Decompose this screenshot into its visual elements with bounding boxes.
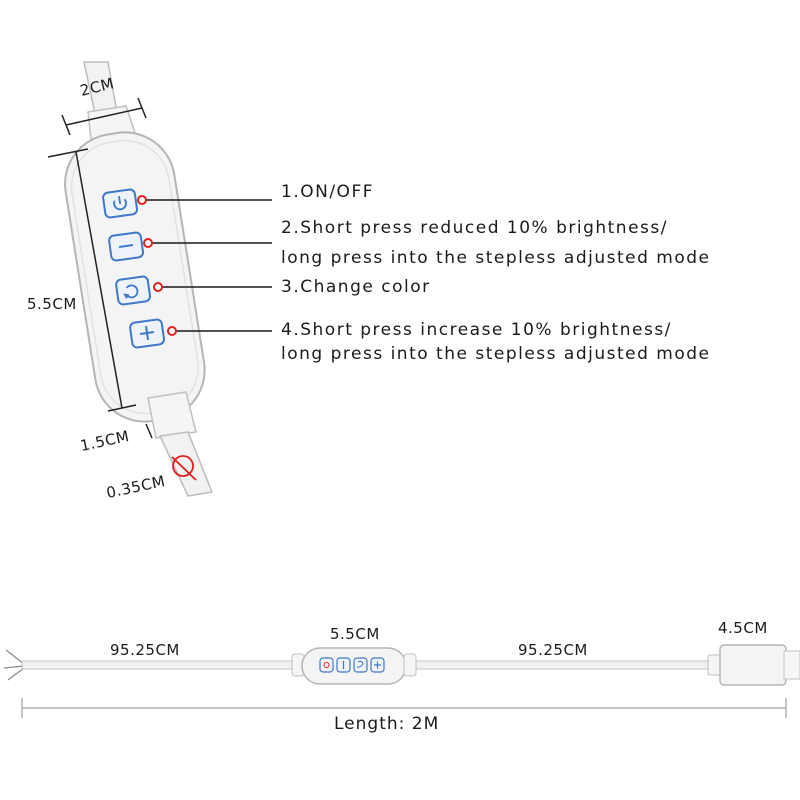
- callout-3: 3.Change color: [281, 279, 431, 296]
- lower-strain-relief: [147, 391, 197, 439]
- callout-1-number: 1.: [281, 182, 301, 202]
- callout-1-text: ON/OFF: [300, 182, 374, 202]
- cycle-icon: [123, 284, 139, 300]
- power-button[interactable]: [102, 188, 139, 219]
- plus-button[interactable]: [129, 318, 166, 349]
- minus-button[interactable]: [108, 231, 145, 262]
- color-cycle-button[interactable]: [115, 275, 152, 306]
- callout-4-continued: long press into the stepless adjusted mo…: [281, 344, 711, 364]
- callout-leader-3: [153, 282, 272, 292]
- height-dimension-line: [47, 148, 137, 412]
- callout-4-text: Short press increase 10% brightness/: [300, 320, 672, 340]
- total-length-line: [21, 698, 787, 718]
- callout-leader-4: [167, 326, 272, 336]
- right-cable: [415, 660, 711, 670]
- mini-power-button[interactable]: [319, 657, 334, 673]
- callout-2-continued: long press into the stepless adjusted mo…: [281, 248, 711, 268]
- height-dimension-label: 5.5CM: [27, 295, 77, 313]
- callout-2-number: 2.: [281, 218, 301, 238]
- right-length-label: 95.25CM: [518, 641, 588, 659]
- usb-plug: [707, 644, 800, 686]
- width-dimension-line: [61, 97, 147, 136]
- callout-3-text: Change color: [300, 277, 431, 297]
- callout-leader-1: [137, 195, 272, 205]
- callout-1: 1.ON/OFF: [281, 184, 374, 201]
- lower-cable: [158, 431, 214, 497]
- diameter-icon: [171, 455, 197, 481]
- callout-2-text: Short press reduced 10% brightness/: [300, 218, 668, 238]
- inline-controller: [291, 647, 417, 685]
- mini-cycle-button[interactable]: [353, 657, 368, 673]
- wire-ends: [3, 649, 25, 681]
- plug-length-label: 4.5CM: [718, 619, 768, 637]
- callout-3-number: 3.: [281, 277, 301, 297]
- neck-dimension-line: [145, 423, 153, 439]
- minus-icon: [118, 244, 134, 248]
- left-length-label: 95.25CM: [110, 641, 180, 659]
- callout-2: 2.Short press reduced 10% brightness/: [281, 220, 668, 237]
- plus-icon: [139, 325, 155, 341]
- callout-leader-2: [143, 238, 272, 248]
- left-cable: [21, 660, 297, 670]
- callout-4: 4.Short press increase 10% brightness/: [281, 322, 672, 339]
- callout-4-number: 4.: [281, 320, 301, 340]
- total-length-label: Length: 2M: [334, 714, 440, 734]
- power-icon: [113, 195, 127, 211]
- controller-length-label: 5.5CM: [330, 625, 380, 643]
